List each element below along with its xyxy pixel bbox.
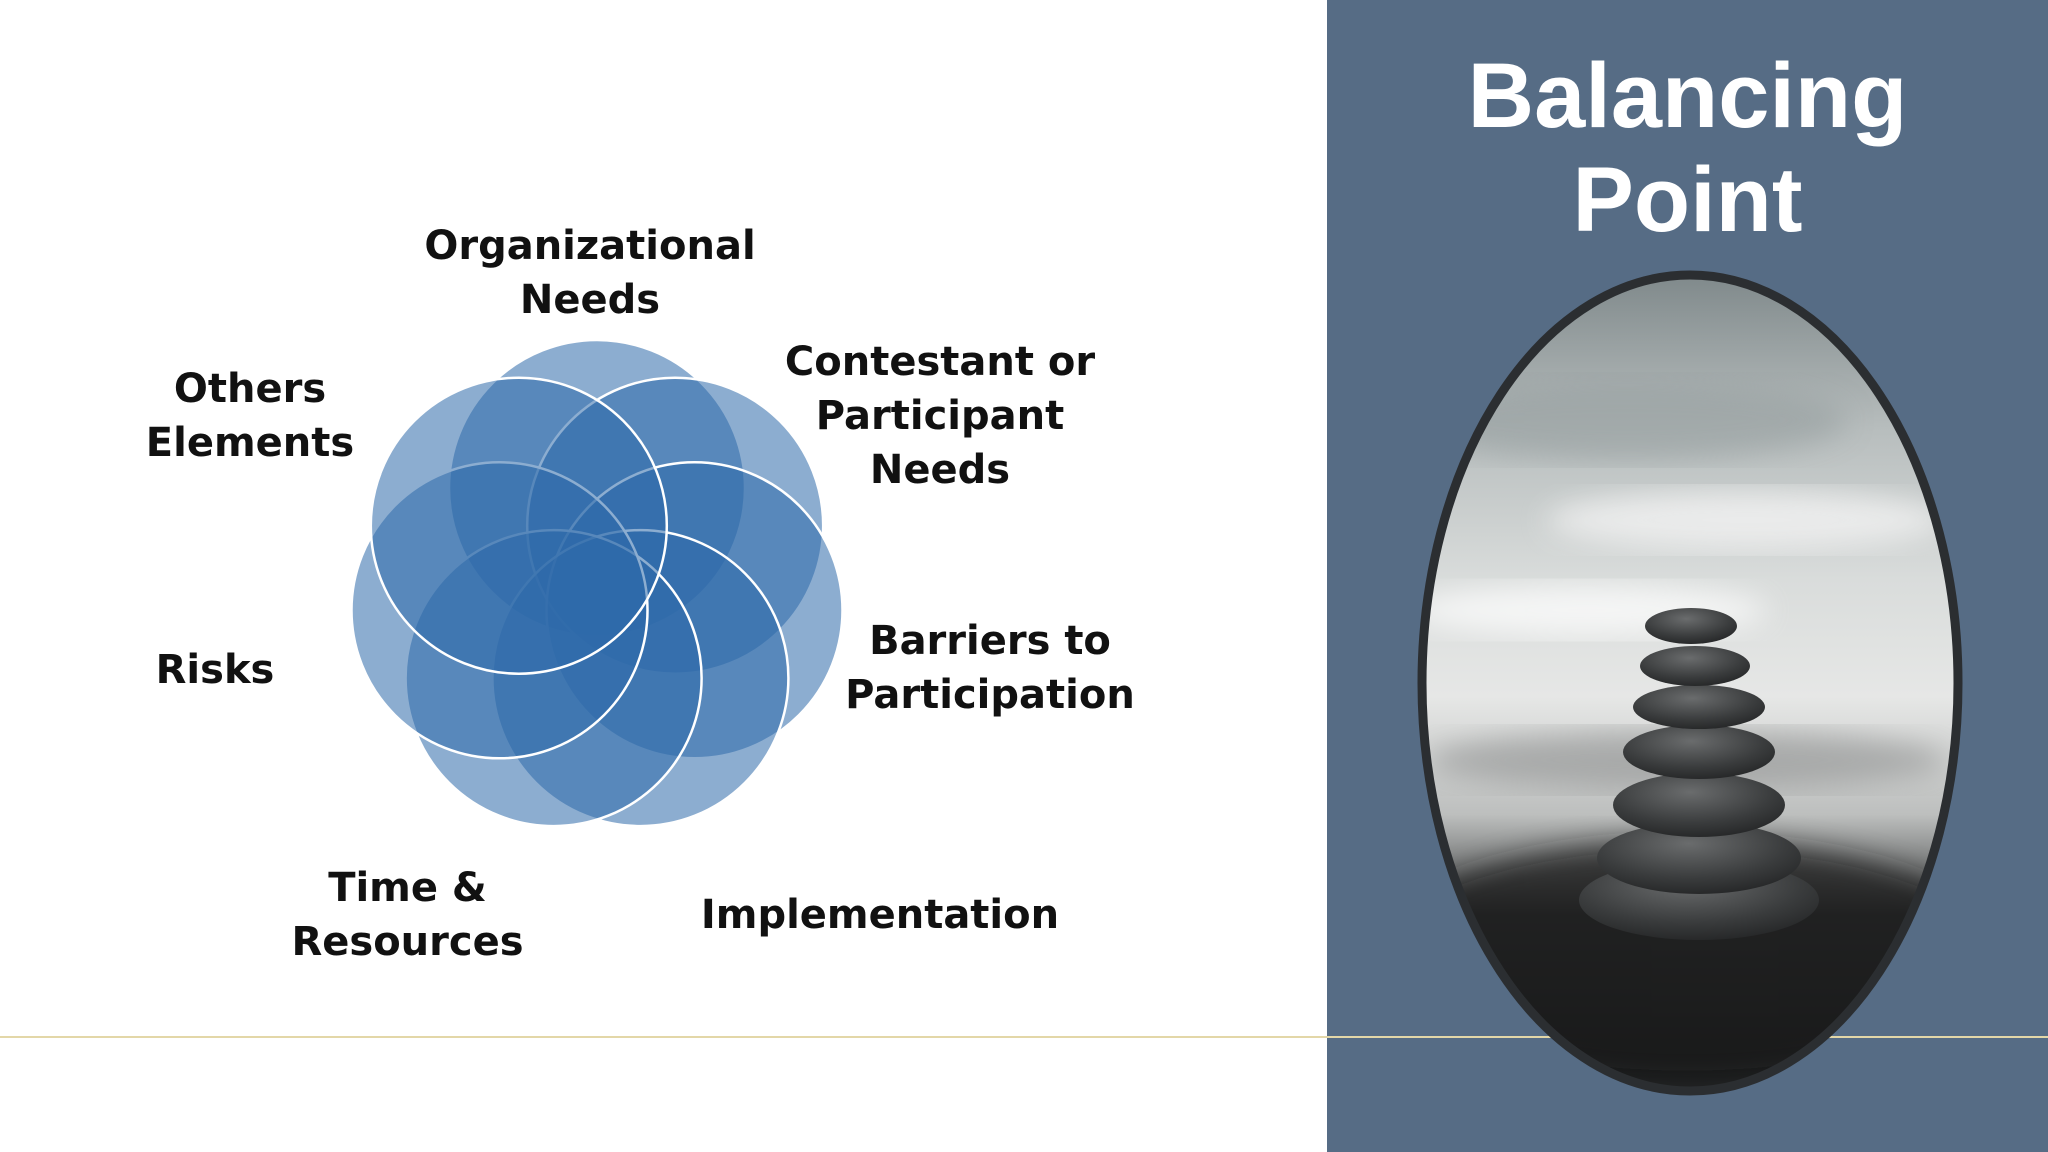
slide-title-line-2: Point xyxy=(1572,149,1803,251)
petal-circle-7 xyxy=(369,376,669,675)
stacked-stones-photo xyxy=(1417,270,1963,1096)
label-time-resources: Time & Resources xyxy=(291,865,524,965)
label-risks: Risks xyxy=(155,647,275,693)
slide-title: Balancing Point xyxy=(1327,44,2048,252)
petal-diagram xyxy=(350,338,844,828)
label-others-elements: Others Elements xyxy=(145,366,355,466)
label-organizational-needs: Organizational Needs xyxy=(424,223,756,323)
label-contestant-needs: Contestant or Participant Needs xyxy=(784,339,1096,493)
label-implementation: Implementation xyxy=(700,892,1060,938)
label-barriers: Barriers to Participation xyxy=(845,618,1135,718)
slide-title-line-1: Balancing xyxy=(1467,45,1908,147)
footer-divider xyxy=(0,1036,2048,1038)
